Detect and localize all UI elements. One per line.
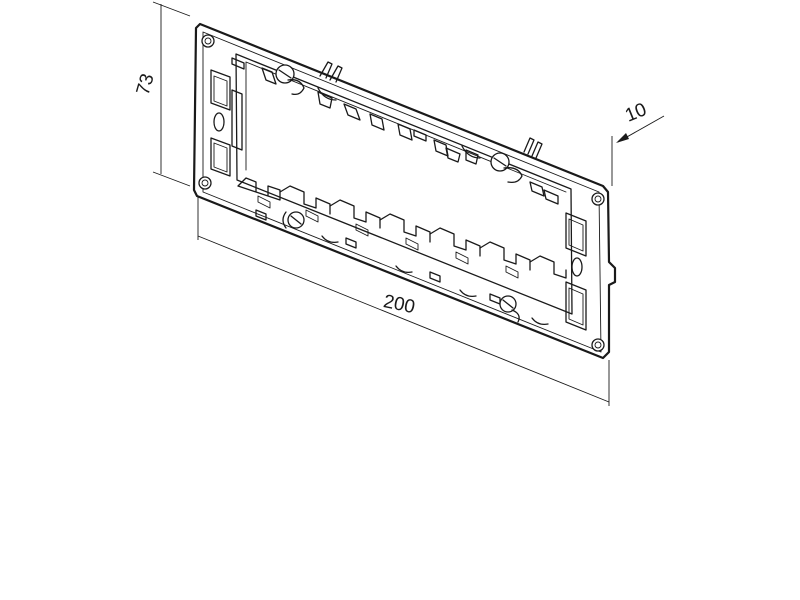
top-screws <box>275 64 523 184</box>
bottom-screws <box>282 211 520 323</box>
top-rail-details <box>231 57 559 205</box>
bottom-rail-teeth <box>237 177 567 326</box>
width-dimension-label: 200 <box>381 291 416 318</box>
corner-holes <box>198 34 605 352</box>
depth-dimension-label: 10 <box>622 99 649 126</box>
height-dimension-label: 73 <box>133 71 159 97</box>
right-side-slots <box>565 212 587 331</box>
left-side-slots <box>210 69 243 177</box>
dimension-lines <box>152 1 665 406</box>
